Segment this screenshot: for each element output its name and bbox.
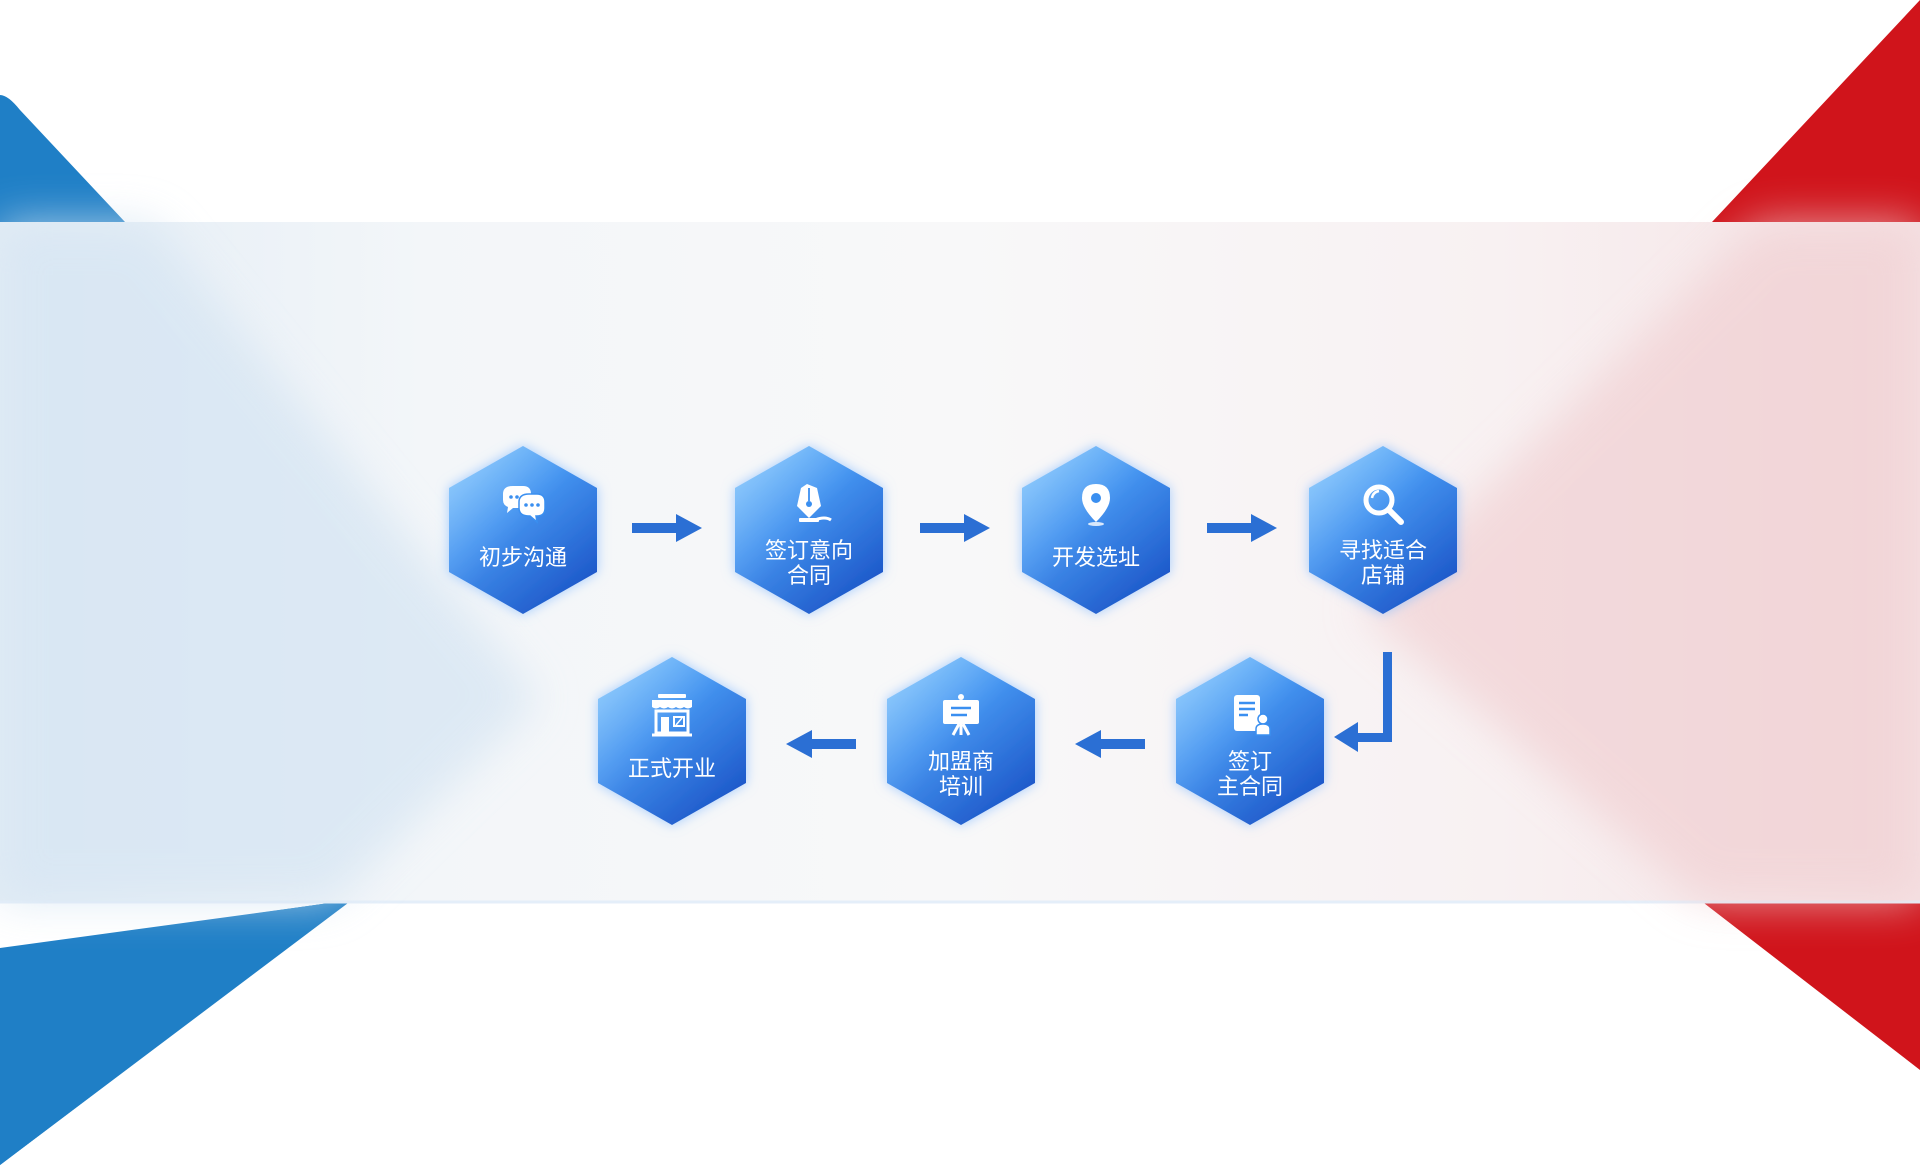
arrow-step6-to-step7	[786, 730, 856, 758]
step-2-hexagon: 签订意向 合同	[729, 442, 889, 618]
step-1-label-line-1: 初步沟通	[478, 546, 567, 571]
location-pin-icon	[1082, 484, 1110, 526]
step-4-label: 寻找适合 店铺	[1303, 539, 1463, 589]
step-1-label: 初步沟通	[443, 546, 603, 571]
step-3-hexagon: 开发选址	[1016, 442, 1176, 618]
storefront-icon	[652, 694, 692, 737]
right-red-band-bottom	[1700, 900, 1920, 1070]
step-4-hexagon: 寻找适合 店铺	[1303, 442, 1463, 618]
step-6-label-line-1: 加盟商	[927, 750, 994, 775]
step-6-label: 加盟商 培训	[881, 750, 1041, 800]
step-5-label-line-1: 签订	[1227, 750, 1272, 775]
arrow-step2-to-step3	[920, 514, 990, 542]
arrow-step3-to-step4	[1207, 514, 1277, 542]
step-5-label-line-2: 主合同	[1216, 775, 1283, 800]
step-6-label-line-2: 培训	[938, 775, 983, 800]
step-7-hexagon: 正式开业	[592, 653, 752, 829]
arrow-step4-to-step5	[1334, 652, 1392, 752]
step-7-label-line-1: 正式开业	[627, 757, 716, 782]
pen-nib-icon	[797, 484, 832, 522]
step-3-label-line-1: 开发选址	[1051, 546, 1140, 571]
step-5-label: 签订 主合同	[1170, 750, 1330, 800]
chat-bubbles-icon	[503, 486, 546, 524]
step-4-label-line-1: 寻找适合	[1338, 539, 1427, 564]
step-2-label-line-1: 签订意向	[764, 539, 853, 564]
step-7-label: 正式开业	[592, 757, 752, 782]
left-blue-wedge-top	[0, 95, 125, 222]
step-3-label: 开发选址	[1016, 546, 1176, 571]
step-5-hexagon: 签订 主合同	[1170, 653, 1330, 829]
step-1-hexagon: 初步沟通	[443, 442, 603, 618]
arrow-step5-to-step6	[1075, 730, 1145, 758]
magnifier-icon	[1363, 484, 1404, 525]
step-2-label-line-2: 合同	[786, 564, 831, 589]
step-4-label-line-2: 店铺	[1360, 564, 1405, 589]
contract-document-icon	[1234, 695, 1271, 736]
arrow-step1-to-step2	[632, 514, 702, 542]
left-blue-band	[0, 900, 352, 1165]
step-6-hexagon: 加盟商 培训	[881, 653, 1041, 829]
training-easel-icon	[943, 694, 979, 736]
right-red-wedge-top	[1712, 0, 1920, 222]
step-2-label: 签订意向 合同	[729, 539, 889, 589]
